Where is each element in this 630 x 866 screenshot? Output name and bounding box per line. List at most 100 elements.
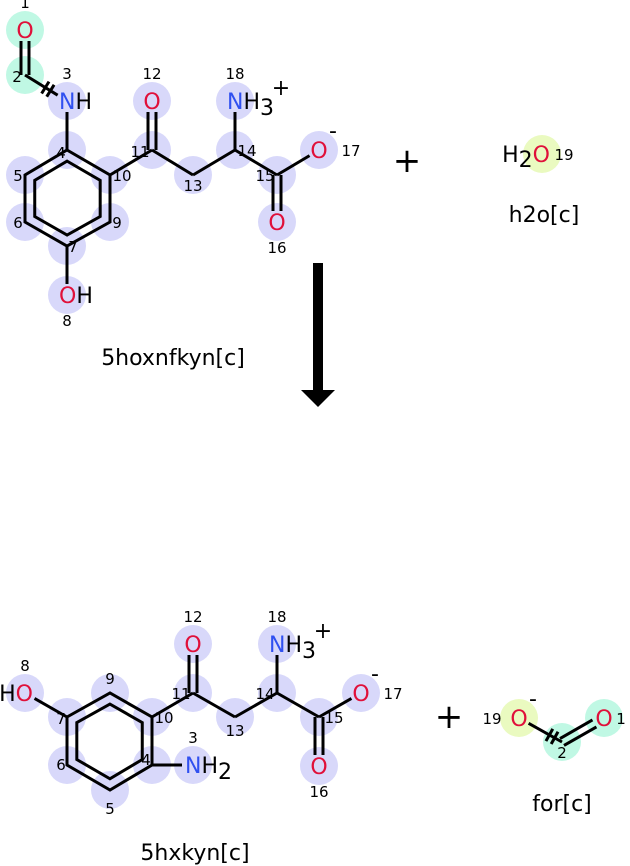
bond-8-7 <box>33 697 68 719</box>
atom-number: 5 <box>105 800 115 818</box>
atom-12: O12 <box>183 608 202 658</box>
atom-number: 8 <box>62 312 72 330</box>
atom-3: NH 3 <box>59 65 92 115</box>
atom-9: 9 <box>112 214 122 232</box>
atom-element: O <box>510 707 527 732</box>
bond-11-13 <box>192 691 236 719</box>
bond-13-14 <box>192 148 236 177</box>
atom-suffix-sub: 3 <box>260 96 274 121</box>
atom-label-17: O <box>310 139 327 164</box>
atom-number: 6 <box>56 756 66 774</box>
bond-14-15 <box>234 148 278 177</box>
atom-charge: + <box>314 619 332 644</box>
arrow-shaft <box>313 263 323 393</box>
reaction-arrow <box>301 263 335 407</box>
atom-number: 16 <box>267 239 286 257</box>
atom-element: O <box>533 143 550 168</box>
atom-element: O <box>310 139 327 164</box>
molecule-name-formate: for[c] <box>532 792 592 817</box>
atom-highlight-1 <box>6 11 44 49</box>
atom-highlight-8 <box>6 674 44 712</box>
atom-number: 2 <box>12 68 22 86</box>
atom-prefix: H <box>502 143 519 168</box>
atom-15: 15 <box>255 167 274 185</box>
atom-highlight-12 <box>133 82 171 120</box>
atom-highlight-8 <box>48 276 86 314</box>
atom-element: O <box>184 633 201 658</box>
atom-16: O 16 <box>267 211 286 257</box>
arrow-head <box>301 390 335 407</box>
atom-label-3: NH <box>59 90 92 115</box>
atom-number: 15 <box>324 709 343 727</box>
atom-label-16: O <box>268 211 285 236</box>
benzene-ring-inner <box>33 159 102 237</box>
atom-suffix: H <box>75 90 92 115</box>
bond-11-13 <box>151 148 194 177</box>
atom-number: 14 <box>237 142 256 160</box>
atom-number: 11 <box>130 143 149 161</box>
atom-element: O <box>143 90 160 115</box>
atom-suffix: H <box>76 284 93 309</box>
atom-number: 5 <box>13 167 23 185</box>
atom-number: 11 <box>171 685 190 703</box>
atom-number: 18 <box>225 65 244 83</box>
atom-suffix: H <box>201 754 218 779</box>
atom-18: NH3+18 <box>267 608 332 664</box>
atom-13: 13 <box>225 722 244 740</box>
atom-label-16: O <box>310 755 327 780</box>
atom-label-8: OH <box>59 284 93 309</box>
atom-10: 10 <box>112 167 131 185</box>
bond-10-11 <box>109 148 153 177</box>
atom-number: 3 <box>62 65 72 83</box>
plus-sign-products: + <box>435 697 464 737</box>
bond-2-3 <box>24 73 59 97</box>
atom-2: 2 <box>12 68 22 86</box>
atom-8: HO8 <box>0 657 33 707</box>
atom-number: 17 <box>383 685 402 703</box>
atom-highlight-18 <box>258 625 296 663</box>
bond-14-15 <box>276 691 320 719</box>
bond-19-2 <box>527 722 563 744</box>
atom-suffix: H <box>285 633 302 658</box>
atom-13: 13 <box>183 177 202 195</box>
atom-number: 12 <box>142 65 161 83</box>
atom-label-1: O <box>595 707 612 732</box>
bond-2-1 <box>563 725 598 747</box>
atom-charge: - <box>329 119 337 144</box>
atom-6: 6 <box>56 756 66 774</box>
atom-element: N <box>227 90 243 115</box>
atom-16: O16 <box>309 755 328 801</box>
plus-sign-reactants: + <box>393 141 422 181</box>
atom-suffix: H <box>243 90 260 115</box>
atom-number: 1 <box>616 710 626 728</box>
atom-number: 9 <box>112 214 122 232</box>
atom-number: 2 <box>557 744 567 762</box>
atom-15: 15 <box>324 709 343 727</box>
bond-2-1 <box>559 718 594 740</box>
atom-17: O-17 <box>310 119 360 164</box>
atom-label-12: O <box>143 90 160 115</box>
bonds <box>19 41 598 792</box>
atoms: O12NH34567OH891011O12131415O16O-17NH3+18… <box>0 0 626 818</box>
atom-11: 11 <box>130 143 149 161</box>
atom-4: 4 <box>141 751 151 769</box>
atom-number: 6 <box>13 214 23 232</box>
atom-2: 2 <box>557 744 567 762</box>
atom-highlight-17 <box>300 131 338 169</box>
atom-label-18: NH3 <box>269 633 316 664</box>
atom-number: 19 <box>554 146 573 164</box>
atom-5: 5 <box>105 800 115 818</box>
atom-number: 13 <box>183 177 202 195</box>
benzene-ring-inner <box>75 702 144 781</box>
atom-element: O <box>16 682 33 707</box>
atom-7: 7 <box>68 238 78 256</box>
atom-suffix-sub: 2 <box>218 760 232 785</box>
atom-charge: - <box>529 687 537 712</box>
atom-number: 19 <box>482 710 501 728</box>
molecule-name-5hxkyn: 5hxkyn[c] <box>140 841 249 866</box>
atom-12: O 12 <box>142 65 161 115</box>
bond-break-mark <box>45 83 56 98</box>
